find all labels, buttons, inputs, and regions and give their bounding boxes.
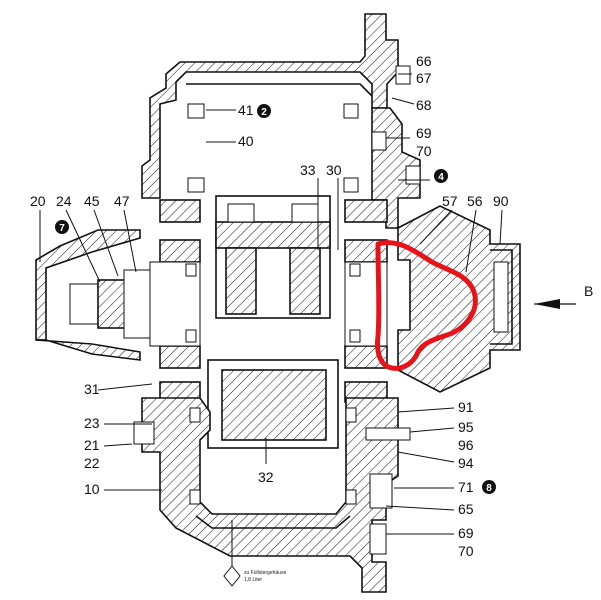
highlight-outline: [375, 240, 478, 371]
oil-fill-note: zu Füllstergehäuse 1,8 Liter: [223, 565, 286, 587]
label-22: 22: [84, 455, 100, 471]
bolts: [185, 65, 421, 505]
label-66: 66: [416, 53, 432, 69]
label-32: 32: [258, 469, 274, 485]
lower-housing: [133, 397, 411, 593]
label-90: 90: [493, 193, 509, 209]
label-31: 31: [84, 381, 100, 397]
label-65: 65: [458, 501, 474, 517]
label-69-bottom: 69: [458, 525, 474, 541]
label-91: 91: [458, 399, 474, 415]
label-21: 21: [84, 437, 100, 453]
label-33: 33: [300, 162, 316, 178]
label-71: 71: [458, 479, 474, 495]
right-housing: [371, 107, 521, 393]
view-arrow-b: [534, 299, 576, 309]
label-70-bottom: 70: [458, 543, 474, 559]
reference-badges: 2 4 7 8: [55, 104, 496, 494]
lower-gear: [207, 359, 339, 449]
label-57: 57: [442, 193, 458, 209]
label-10: 10: [84, 481, 100, 497]
oil-note-line2: 1,8 Liter: [244, 577, 262, 583]
label-24: 24: [56, 193, 72, 209]
label-41: 41: [238, 102, 254, 118]
label-20: 20: [30, 193, 46, 209]
label-68: 68: [416, 97, 432, 113]
label-96: 96: [458, 437, 474, 453]
label-b: B: [584, 283, 593, 299]
oil-note-line1: zu Füllstergehäuse: [244, 570, 286, 576]
label-95: 95: [458, 419, 474, 435]
badge-8: 8: [486, 483, 492, 494]
badge-2: 2: [261, 107, 267, 118]
label-23: 23: [84, 415, 100, 431]
label-30: 30: [326, 162, 342, 178]
label-56: 56: [467, 193, 483, 209]
upper-gear: [215, 195, 331, 319]
label-47: 47: [114, 193, 130, 209]
label-94: 94: [458, 455, 474, 471]
part-labels: 66 67 68 41 40 69 70 33 30 20 24 45 47 5…: [30, 53, 593, 559]
badge-4: 4: [438, 172, 444, 183]
label-40: 40: [238, 133, 254, 149]
left-input-housing: [35, 229, 151, 361]
upper-housing: [141, 13, 399, 199]
diamond-icon: [223, 565, 241, 587]
label-70-top: 70: [416, 143, 432, 159]
label-45: 45: [84, 193, 100, 209]
badge-7: 7: [59, 223, 65, 234]
leader-lines: [39, 73, 503, 566]
label-67: 67: [416, 70, 432, 86]
label-69-top: 69: [416, 125, 432, 141]
